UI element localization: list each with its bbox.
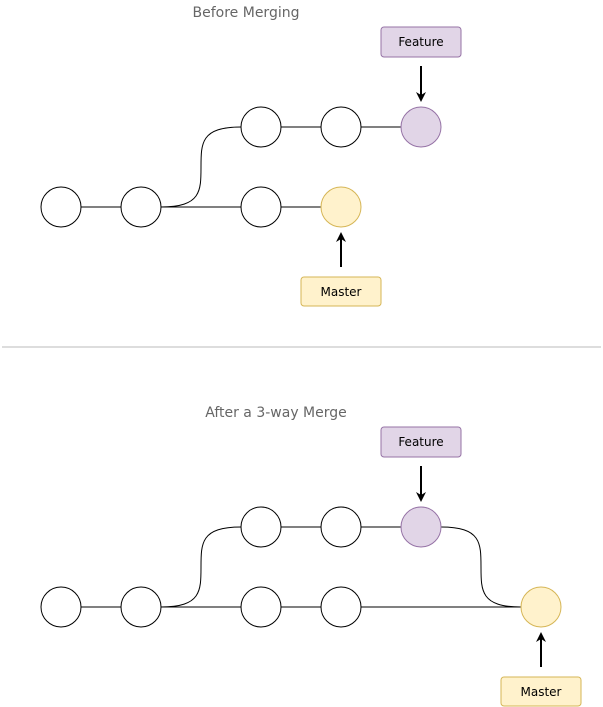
- before-merging-title: Before Merging: [193, 5, 300, 21]
- after-feature-commit: [400, 506, 442, 548]
- after-edge-merge-curve: [440, 526, 522, 608]
- after-feature-commit-2: [320, 506, 362, 548]
- before-feature-label: Feature: [398, 35, 443, 49]
- after-feature-commit-1: [240, 506, 282, 548]
- after-master-label-box: [500, 676, 582, 707]
- before-feature-commit-2: [320, 106, 362, 148]
- before-commit-3: [240, 186, 282, 228]
- before-master-label-box: [300, 276, 382, 307]
- after-commit-2: [120, 586, 162, 628]
- after-merge-section: After a 3-way Merge Feature Master: [40, 405, 582, 707]
- after-edge-branch-curve: [160, 526, 242, 608]
- before-commit-2: [120, 186, 162, 228]
- before-commit-1: [40, 186, 82, 228]
- before-master-label: Master: [321, 285, 362, 299]
- after-commit-1: [40, 586, 82, 628]
- after-merge-commit: [520, 586, 562, 628]
- before-edge-branch-curve: [160, 126, 242, 208]
- before-feature-commit-1: [240, 106, 282, 148]
- after-commit-4: [320, 586, 362, 628]
- before-master-commit: [320, 186, 362, 228]
- after-feature-label: Feature: [398, 435, 443, 449]
- before-feature-commit: [400, 106, 442, 148]
- before-feature-label-box: [380, 26, 462, 58]
- after-feature-label-box: [380, 426, 462, 458]
- after-merge-title: After a 3-way Merge: [205, 405, 347, 421]
- after-commit-3: [240, 586, 282, 628]
- before-merging-section: Before Merging Feature Master: [40, 5, 462, 307]
- after-master-label: Master: [521, 685, 562, 699]
